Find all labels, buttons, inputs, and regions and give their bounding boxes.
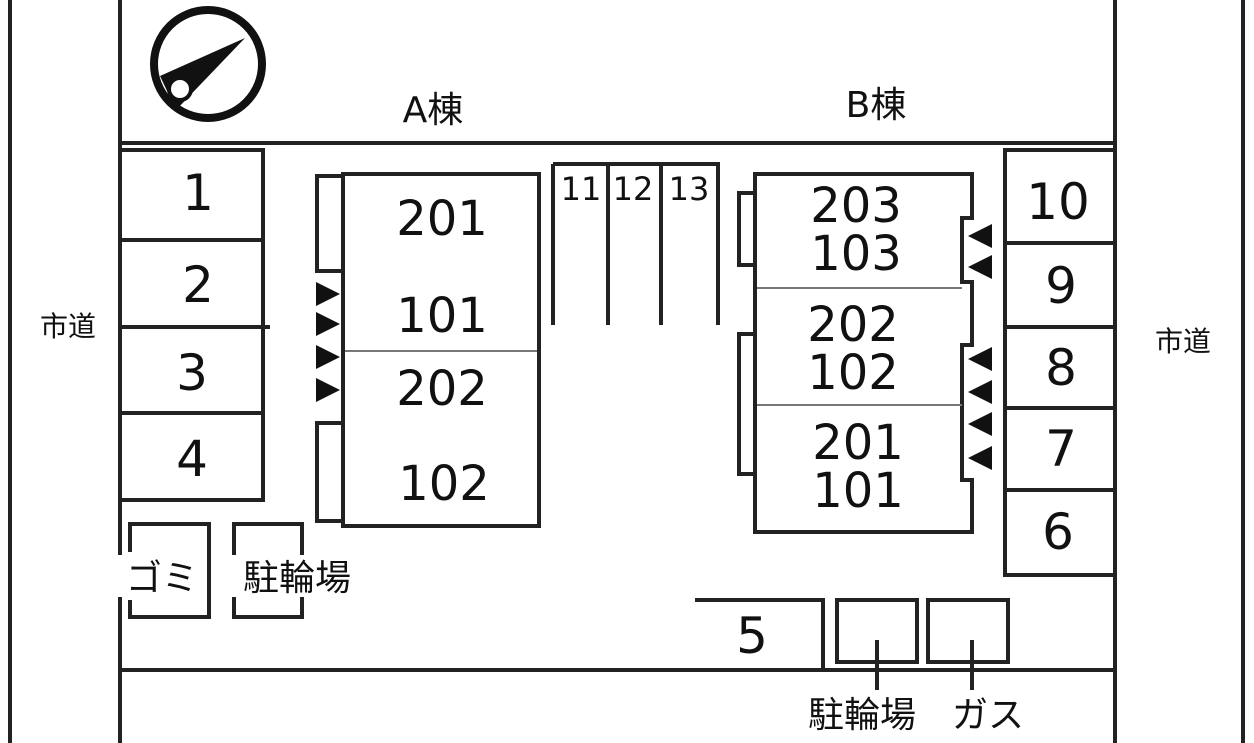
room-b-203: 203 xyxy=(810,178,902,234)
room-a-101: 101 xyxy=(396,288,488,344)
building-a-balcony-upper xyxy=(315,174,345,273)
parking-space-6: 6 xyxy=(1042,503,1074,561)
building-b-balcony-lower xyxy=(737,332,757,476)
room-b-102: 102 xyxy=(807,345,899,401)
parking-space-13: 13 xyxy=(669,170,710,208)
building-a-balcony-lower xyxy=(315,421,345,523)
parking-space-8: 8 xyxy=(1045,339,1077,397)
parking-right-group: 10 9 8 7 6 xyxy=(1003,148,1113,577)
entrance-triangle-icon xyxy=(316,282,340,402)
building-b: 203 103 202 102 201 101 xyxy=(737,172,992,534)
parking-space-12: 12 xyxy=(613,170,654,208)
entrance-triangle-icon xyxy=(968,224,992,470)
building-b-title: B棟 xyxy=(846,85,907,126)
room-b-201: 201 xyxy=(812,415,904,471)
left-road-label: 市道 xyxy=(40,310,96,343)
parking-space-5: 5 xyxy=(736,607,768,665)
building-b-balcony-upper xyxy=(737,191,757,267)
garbage-area: ゴミ xyxy=(112,522,211,619)
bike-parking-left: 駐輪場 xyxy=(232,522,351,619)
parking-space-4: 4 xyxy=(176,430,208,488)
room-a-202: 202 xyxy=(396,361,488,417)
parking-space-7: 7 xyxy=(1045,420,1077,478)
parking-left-group: 1 2 3 4 xyxy=(120,148,270,502)
room-b-101: 101 xyxy=(812,463,904,519)
room-a-102: 102 xyxy=(398,456,490,512)
parking-space-1: 1 xyxy=(182,164,214,222)
building-b-outline xyxy=(753,172,974,534)
bike-parking-bottom: 駐輪場 xyxy=(808,598,919,736)
parking-space-3: 3 xyxy=(176,344,208,402)
room-a-201: 201 xyxy=(396,191,488,247)
building-a-title: A棟 xyxy=(403,90,464,131)
right-road-label: 市道 xyxy=(1155,325,1211,358)
parking-space-9: 9 xyxy=(1045,257,1077,315)
parking-bottom-group: 5 xyxy=(695,598,825,668)
garbage-label: ゴミ xyxy=(126,558,198,599)
parking-space-2: 2 xyxy=(182,256,214,314)
room-b-202: 202 xyxy=(807,297,899,353)
north-arrow-icon xyxy=(150,6,266,122)
parking-top-group: 11 12 13 xyxy=(551,162,720,325)
building-a: 201 101 202 102 xyxy=(315,172,541,528)
parking-space-10: 10 xyxy=(1026,173,1090,231)
room-b-103: 103 xyxy=(810,226,902,282)
gas-area: ガス xyxy=(926,598,1024,736)
bike-parking-bottom-label: 駐輪場 xyxy=(808,695,916,736)
bike-parking-left-label: 駐輪場 xyxy=(243,558,351,599)
parking-space-11: 11 xyxy=(561,170,602,208)
gas-label: ガス xyxy=(952,695,1024,736)
